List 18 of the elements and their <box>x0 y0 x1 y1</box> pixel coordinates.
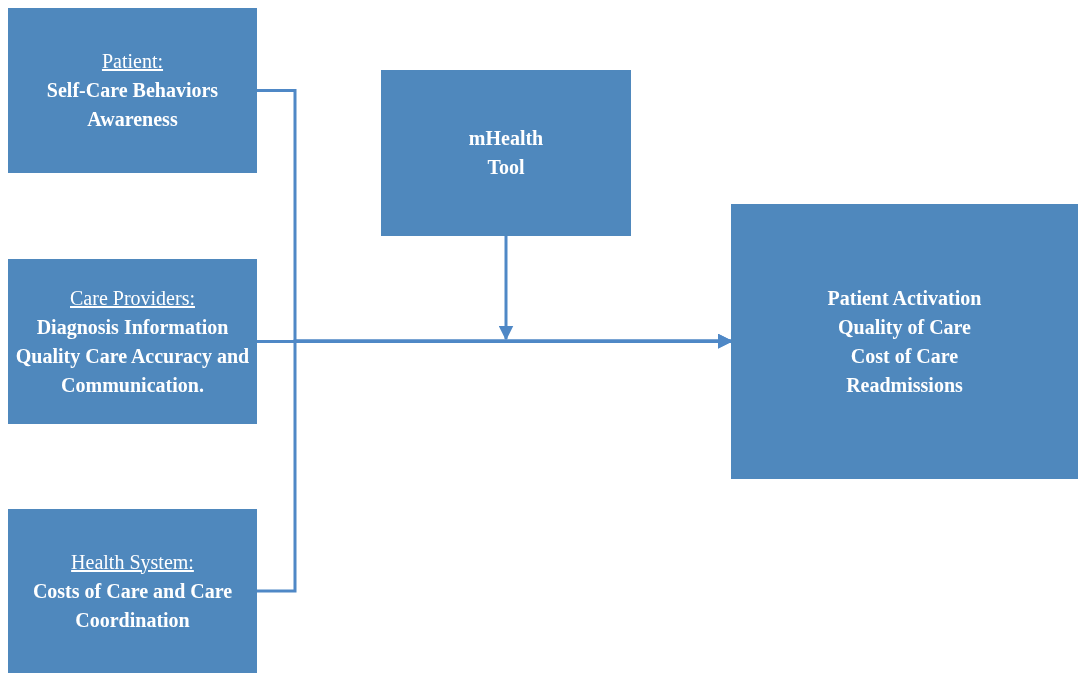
box-text: Patient Activation <box>827 285 982 311</box>
box-text: Quality of Care <box>838 314 971 341</box>
box-text: Diagnosis Information Quality Care Accuracy and Communication. <box>14 314 251 398</box>
process-box <box>731 204 1078 479</box>
box-text: mHealth Tool <box>467 126 545 180</box>
box-text: Costs of Care and Care Coordination <box>31 578 234 633</box>
process-box <box>8 8 257 173</box>
box-heading: Health System: <box>71 549 194 576</box>
box-text: Self-Care Behaviors Awareness <box>45 78 220 132</box>
process-box <box>381 70 631 236</box>
process-box <box>8 259 257 424</box>
box-heading: Care Providers: <box>70 285 195 311</box>
box-text: Cost of Care <box>850 343 959 369</box>
arrow <box>257 333 733 593</box>
arrow <box>498 236 514 341</box>
process-box <box>8 509 257 673</box>
box-heading: Patient: <box>101 49 164 74</box>
box-text: Readmissions <box>846 372 963 398</box>
